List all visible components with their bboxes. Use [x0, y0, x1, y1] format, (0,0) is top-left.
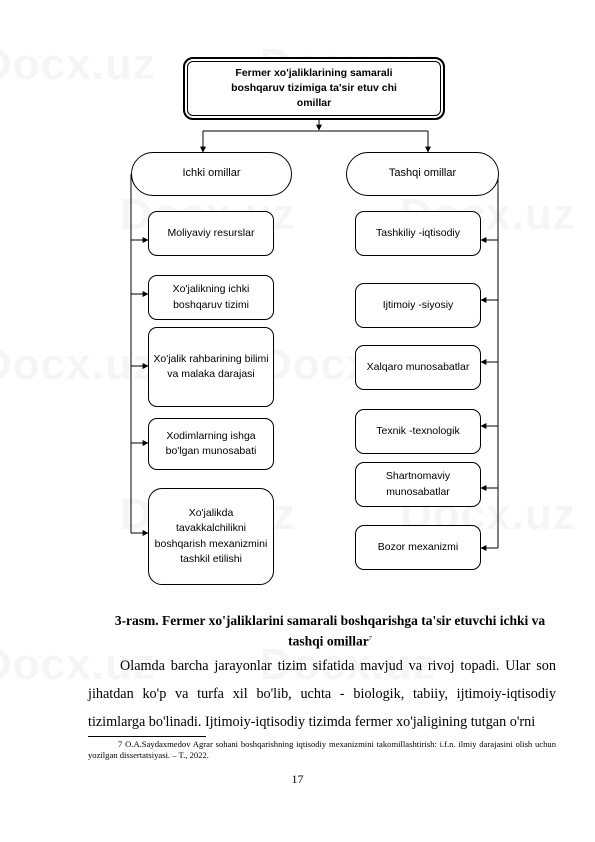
internal-factor-risk-management: Xo'jalikda tavakkalchilikni boshqarish m…: [148, 488, 274, 585]
external-factor-technical-technological: Texnik -texnologik: [355, 409, 481, 454]
factors-diagram: Fermer xo'jaliklarining samarali boshqar…: [130, 57, 499, 585]
footnote-text: O.A.Saydaxmedov Agrar sohani boshqarishn…: [88, 739, 557, 760]
external-factors-header: Tashqi omillar: [346, 152, 499, 196]
internal-factor-financial-resources: Moliyaviy resurslar: [148, 211, 274, 256]
page-number: 17: [291, 772, 304, 786]
body-paragraph: Olamda barcha jarayonlar tizim sifatida …: [88, 652, 556, 736]
internal-factor-staff-attitude: Xodimlarning ishga bo'lgan munosabati: [148, 418, 274, 470]
external-factor-international-relations: Xalqaro munosabatlar: [355, 345, 481, 390]
footnote-number: 7: [118, 739, 123, 749]
internal-factor-management-system: Xo'jalikning ichki boshqaruv tizimi: [148, 275, 274, 320]
footnote: 7 O.A.Saydaxmedov Agrar sohani boshqaris…: [88, 739, 556, 761]
figure-caption: 3-rasm. Fermer xo'jaliklarini samarali b…: [104, 612, 556, 651]
external-factor-socio-political: Ijtimoiy -siyosiy: [355, 283, 481, 328]
body-paragraph-text: Olamda barcha jarayonlar tizim sifatida …: [88, 658, 556, 730]
internal-factors-header: Ichki omillar: [131, 152, 292, 196]
diagram-connectors: [130, 120, 499, 551]
external-factor-organizational-economic: Tashkiliy -iqtisodiy: [355, 211, 481, 256]
footnote-separator: [88, 736, 206, 737]
external-factor-contractual-relations: Shartnomaviy munosabatlar: [355, 462, 481, 507]
diagram-title: Fermer xo'jaliklarining samarali boshqar…: [183, 57, 445, 120]
external-factor-market-mechanism: Bozor mexanizmi: [355, 525, 481, 570]
diagram-title-text: Fermer xo'jaliklarining samarali boshqar…: [231, 66, 397, 110]
internal-factor-manager-qualification: Xo'jalik rahbarining bilimi va malaka da…: [148, 327, 274, 407]
footnote-reference: 7: [368, 636, 372, 642]
figure-caption-text: 3-rasm. Fermer xo'jaliklarini samarali b…: [114, 613, 546, 649]
